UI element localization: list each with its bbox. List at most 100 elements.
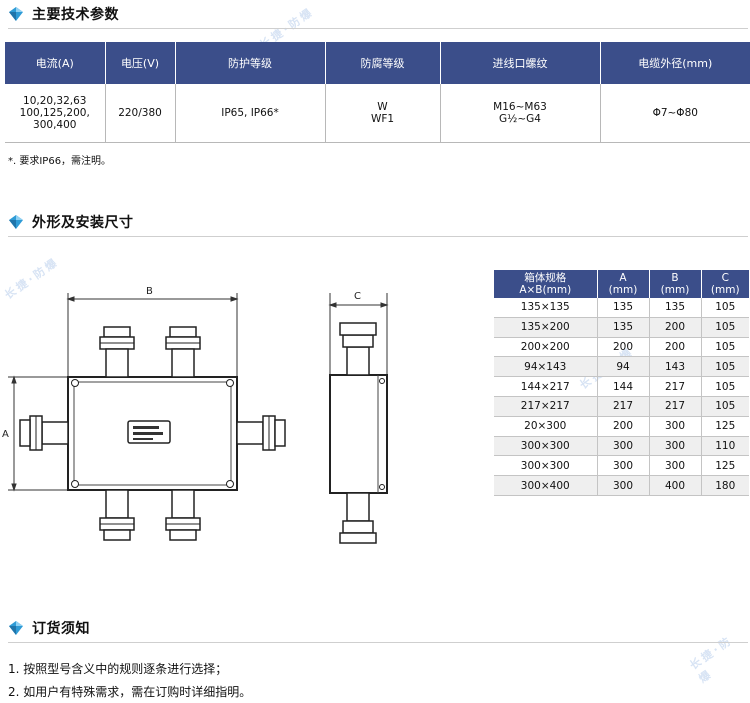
table-cell: 180: [700, 475, 749, 496]
anticorrosion-cell: W WF1: [324, 84, 440, 143]
divider: [8, 236, 748, 237]
spec-table-header: 电流(A) 电压(V) 防护等级 防腐等级 进线口螺纹 电缆外径(mm): [5, 42, 750, 84]
table-cell: 217: [648, 396, 701, 417]
header-line: 箱体规格: [524, 272, 567, 284]
dimension-drawing: B A C: [2, 286, 389, 544]
divider: [8, 642, 748, 643]
table-cell: 135: [648, 298, 701, 318]
protection-cell: IP65, IP66*: [174, 84, 325, 143]
table-cell: 200: [648, 317, 701, 338]
table-cell: 135×200: [494, 317, 597, 338]
table-cell: 143: [648, 356, 701, 378]
table-cell: 300: [648, 436, 701, 457]
table-cell: 217: [596, 396, 649, 417]
column-header: 电流(A): [5, 42, 105, 84]
header-line: A: [619, 272, 627, 284]
table-cell: 125: [700, 416, 749, 437]
table-cell: 105: [700, 298, 749, 318]
anticorrosion-line: W: [377, 101, 388, 113]
cable-cell: Φ7~Φ80: [599, 84, 750, 143]
table-cell: 135: [596, 317, 649, 338]
header-line: A×B(mm): [519, 284, 572, 296]
section-title: 外形及安装尺寸: [32, 215, 134, 231]
section-specs-header: 主要技术参数: [8, 4, 119, 24]
section-title: 主要技术参数: [32, 7, 119, 23]
table-cell: 144: [596, 376, 649, 397]
label-a: A: [2, 429, 9, 440]
table-row: 10,20,32,63 100,125,200, 300,400 220/380…: [5, 84, 750, 143]
table-cell: 20×300: [494, 416, 597, 437]
table-cell: 300×400: [494, 475, 597, 496]
table-cell: 300: [596, 436, 649, 457]
table-cell: 300×300: [494, 436, 597, 457]
watermark: 长捷·防爆: [687, 633, 736, 686]
table-cell: 400: [648, 475, 701, 496]
table-cell: 300×300: [494, 455, 597, 477]
table-cell: 200: [596, 416, 649, 437]
column-header: B(mm): [648, 270, 701, 298]
header-line: (mm): [660, 284, 690, 296]
table-cell: 125: [700, 455, 749, 477]
table-cell: 300: [648, 455, 701, 477]
header-line: (mm): [608, 284, 638, 296]
table-cell: 300: [596, 455, 649, 477]
table-cell: 110: [700, 436, 749, 457]
table-cell: 105: [700, 376, 749, 397]
current-line: 100,125,200,: [19, 107, 90, 119]
table-cell: 217: [648, 376, 701, 397]
column-header: C(mm): [700, 270, 749, 298]
current-line: 10,20,32,63: [23, 95, 87, 107]
thread-cell: M16~M63 G½~G4: [439, 84, 600, 143]
table-cell: 200: [648, 337, 701, 358]
current-line: 300,400: [33, 119, 77, 131]
label-c: C: [354, 291, 361, 302]
header-line: (mm): [710, 284, 740, 296]
header-line: B: [671, 272, 679, 284]
table-cell: 135×135: [494, 298, 597, 318]
table-cell: 105: [700, 337, 749, 358]
table-cell: 200×200: [494, 337, 597, 358]
section-title: 订货须知: [32, 621, 90, 637]
diamond-icon: [9, 215, 23, 229]
divider: [8, 28, 748, 29]
column-header: 进线口螺纹: [439, 42, 600, 84]
column-header: A(mm): [596, 270, 649, 298]
table-cell: 300: [648, 416, 701, 437]
column-header: 防护等级: [174, 42, 325, 84]
voltage-cell: 220/380: [104, 84, 175, 143]
table-cell: 135: [596, 298, 649, 318]
column-header: 电压(V): [104, 42, 175, 84]
table-cell: 94: [596, 356, 649, 378]
table-cell: 105: [700, 356, 749, 378]
header-line: C: [721, 272, 729, 284]
diamond-icon: [9, 7, 23, 21]
thread-line: G½~G4: [499, 113, 541, 125]
order-item: 1. 按照型号含义中的规则逐条进行选择；: [8, 662, 228, 676]
table-cell: 105: [700, 396, 749, 417]
column-header: 防腐等级: [324, 42, 440, 84]
thread-line: M16~M63: [493, 101, 547, 113]
current-cell: 10,20,32,63 100,125,200, 300,400: [5, 84, 105, 143]
anticorrosion-line: WF1: [370, 113, 395, 125]
table-cell: 94×143: [494, 356, 597, 378]
diamond-icon: [9, 621, 23, 635]
table-cell: 300: [596, 475, 649, 496]
spec-table: 电流(A) 电压(V) 防护等级 防腐等级 进线口螺纹 电缆外径(mm) 10,…: [5, 42, 750, 143]
table-cell: 144×217: [494, 376, 597, 397]
section-order-header: 订货须知: [8, 618, 90, 638]
section-dims-header: 外形及安装尺寸: [8, 212, 134, 232]
label-b: B: [146, 286, 153, 297]
column-header: 电缆外径(mm): [599, 42, 750, 84]
